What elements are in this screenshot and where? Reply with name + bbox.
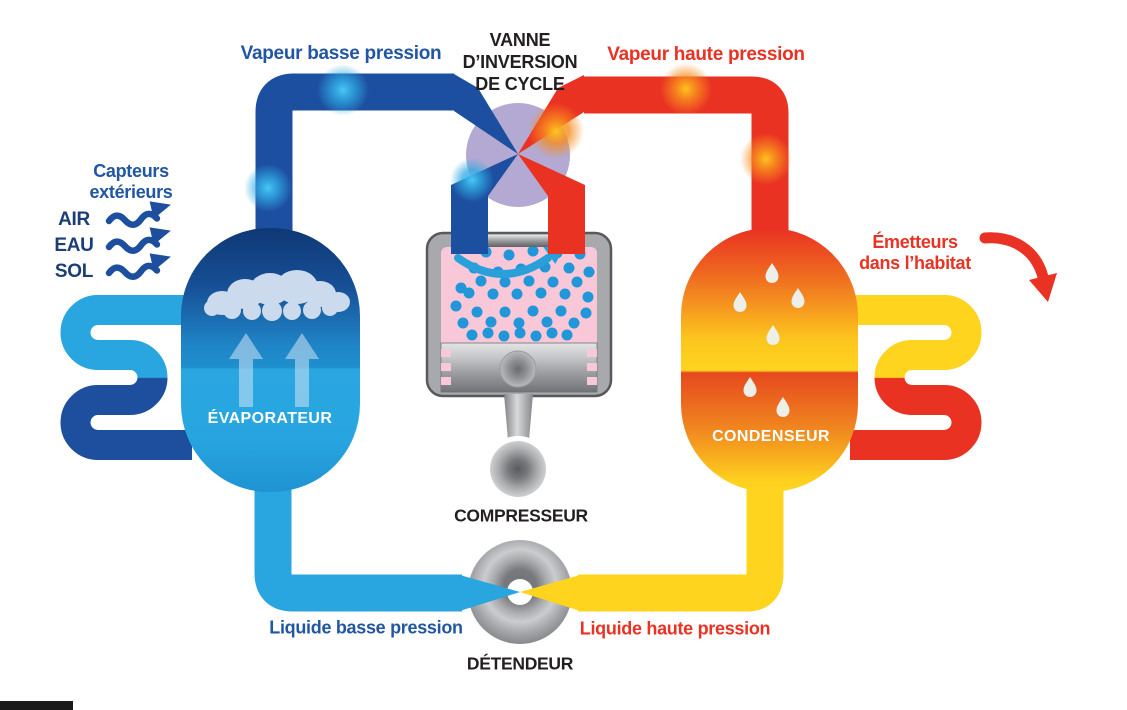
cold-glow-icons [244,64,494,212]
pipe-liquid-high [520,482,784,612]
compressor-body [425,231,613,502]
emitters-curved-arrow-icon [979,232,1057,302]
condenser-label: CONDENSEUR [712,428,830,445]
emitter-coil [850,295,982,460]
source-air-label: AIR [58,209,90,230]
reversing-valve-label-line3: DE CYCLE [475,74,565,94]
reversing-valve-label-line2: D’INVERSION [462,52,578,72]
exterior-collectors-label-line1: Capteurs [93,161,169,181]
wave-arrow-icon [105,253,171,280]
crankshaft-wheel [485,436,551,502]
pipe-liquid-low [254,468,520,612]
emitters-label-line1: Émetteurs [872,232,958,252]
heat-source-coil [60,295,192,460]
liquid-low-pressure-label: Liquide basse pression [269,617,463,638]
evaporation-up-arrow-icons [229,333,319,407]
liquid-high-pressure-label: Liquide haute pression [579,618,771,639]
wave-arrow-icon [105,227,171,254]
corner-crop-bar [0,701,73,710]
wave-arrow-icon [105,201,171,228]
expansion-valve-label: DÉTENDEUR [466,653,574,674]
source-wave-arrow-icons [105,201,171,280]
reversing-valve-label: VANNE D’INVERSION DE CYCLE [463,29,578,95]
compressor-label: COMPRESSEUR [454,505,588,526]
condenser-tank [681,228,858,492]
vapor-low-pressure-label: Vapeur basse pression [240,43,442,64]
source-ground-label: SOL [54,261,94,282]
evaporator-label: ÉVAPORATEUR [207,410,333,427]
droplet-icons [733,263,805,417]
emitters-label-line2: dans l’habitat [859,253,971,273]
exterior-collectors-label-line2: extérieurs [89,182,173,202]
source-water-label: EAU [54,235,94,256]
valve-port-bar [486,234,550,247]
heat-glow-icons [528,63,792,185]
cloud-icon [204,270,350,321]
vapor-high-pressure-label: Vapeur haute pression [607,44,805,65]
exterior-collectors-label: Capteurs extérieurs [89,161,172,203]
reversing-valve-label-line1: VANNE [489,30,551,50]
piston [440,342,598,393]
evaporator-tank [181,228,360,492]
emitters-label: Émetteurs dans l’habitat [859,232,971,274]
